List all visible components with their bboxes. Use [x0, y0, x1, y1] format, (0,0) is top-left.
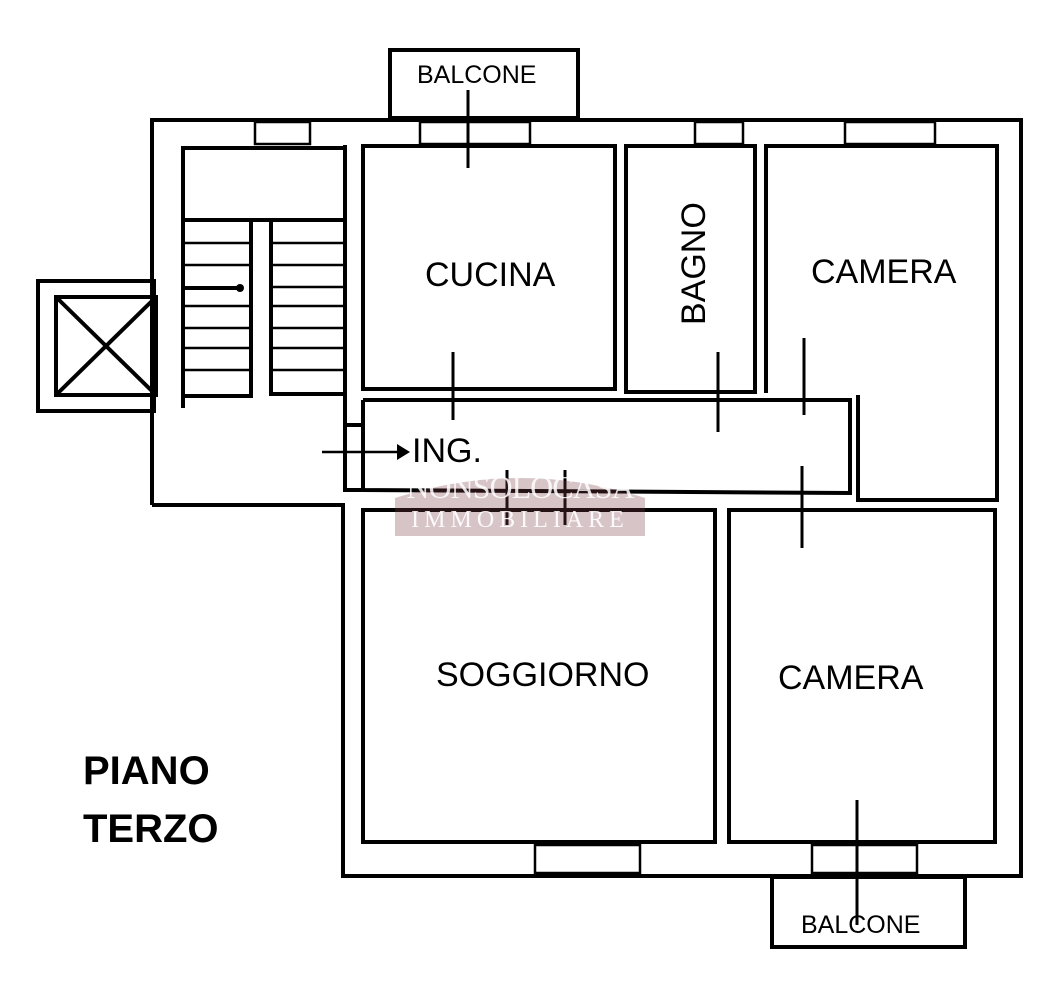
lift-cabin — [54, 295, 158, 397]
watermark-background — [395, 478, 645, 536]
bedroom-bottom-walls — [727, 508, 997, 844]
room-label-balcone-bottom: BALCONE — [801, 911, 921, 939]
floor-title: PIANO TERZO — [83, 742, 219, 858]
windows — [253, 120, 937, 875]
room-label-ingresso: ING. — [412, 432, 482, 470]
room-label-balcone-top: BALCONE — [417, 61, 537, 89]
entrance-arrow-head — [397, 444, 410, 460]
floor-title-line1: PIANO — [83, 749, 210, 793]
lift-cross-icon — [54, 295, 158, 397]
room-label-soggiorno: SOGGIORNO — [436, 656, 650, 694]
watermark-line2: IMMOBILIARE — [411, 507, 629, 533]
door-markers — [451, 90, 859, 925]
floor-title-line2: TERZO — [83, 807, 219, 851]
watermark-line1: NONSOLOCASA — [406, 469, 634, 505]
entrance-door[interactable] — [343, 423, 365, 492]
staircase — [181, 146, 347, 408]
kitchen-walls — [361, 144, 617, 391]
room-label-bagno: BAGNO — [675, 202, 713, 325]
watermark: NONSOLOCASA IMMOBILIARE — [395, 470, 645, 536]
outer-wall — [150, 118, 1023, 878]
living-room-walls — [361, 508, 717, 844]
room-label-cucina: CUCINA — [425, 256, 556, 294]
room-label-camera-top: CAMERA — [811, 253, 957, 291]
room-label-camera-bottom: CAMERA — [778, 659, 924, 697]
bathroom-walls — [624, 144, 757, 394]
bedroom-top-walls — [764, 144, 999, 502]
